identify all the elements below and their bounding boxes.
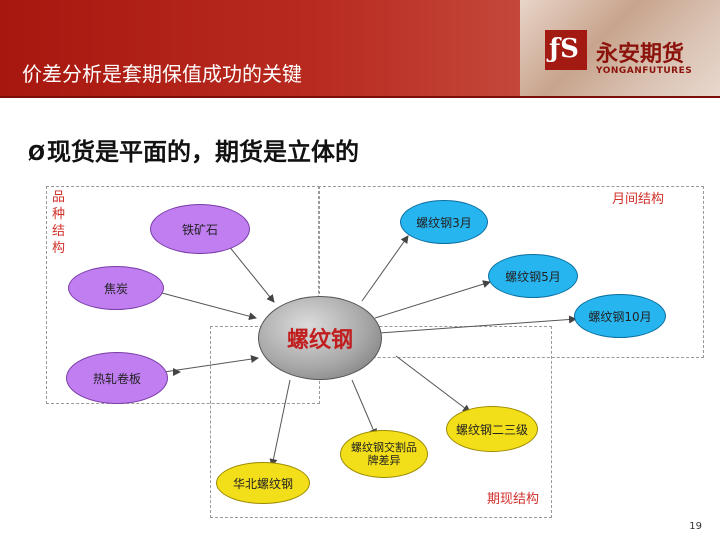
month-node-rebar-3: 螺纹钢3月: [400, 200, 488, 244]
header-divider: [0, 96, 720, 98]
bullet-arrow-icon: Ø: [28, 141, 46, 165]
month-node-rebar-5: 螺纹钢5月: [488, 254, 578, 298]
month-node-rebar-10: 螺纹钢10月: [574, 294, 666, 338]
arrow-iron-ore: [227, 244, 275, 303]
arrow-grade: [395, 355, 471, 413]
company-name: 永安期货: [596, 42, 685, 67]
arrow-rebar-5: [374, 280, 491, 319]
arrow-coke: [161, 292, 257, 321]
variety-structure-label: 品种结构: [52, 190, 66, 256]
variety-node-iron-ore: 铁矿石: [150, 204, 250, 254]
spot-node-north-china: 华北螺纹钢: [216, 462, 310, 504]
company-name-en: YONGANFUTURES: [596, 66, 693, 76]
bullet-text: 现货是平面的，期货是立体的: [47, 138, 360, 166]
arrow-rebar-10: [379, 315, 577, 334]
spot-node-delivery-brand: 螺纹钢交割品 牌差异: [340, 430, 428, 478]
arrow-north: [269, 379, 291, 467]
center-node-rebar: 螺纹钢: [258, 296, 382, 380]
spot-structure-box: [210, 326, 552, 518]
variety-node-hot-rolled: 热轧卷板: [66, 352, 168, 404]
company-logo-icon: ƒS: [545, 30, 587, 70]
header-banner: [0, 0, 720, 98]
arrow-delivery: [351, 379, 377, 437]
header-gradient: [0, 0, 520, 98]
arrow-rebar-3: [361, 235, 409, 302]
bullet-point: Ø现货是平面的，期货是立体的: [28, 132, 359, 167]
spot-node-grade: 螺纹钢二三级: [446, 406, 538, 452]
month-structure-box: [318, 186, 704, 358]
logo-mark: ƒS: [549, 34, 579, 64]
variety-node-coke: 焦炭: [68, 266, 164, 310]
month-structure-label: 月间结构: [612, 192, 665, 207]
variety-structure-box: [46, 186, 320, 404]
spot-structure-label: 期现结构: [487, 492, 540, 507]
page-number: 19: [689, 521, 702, 532]
slide-title: 价差分析是套期保值成功的关键: [22, 62, 302, 86]
arrow-hot-rolled: [163, 355, 259, 373]
